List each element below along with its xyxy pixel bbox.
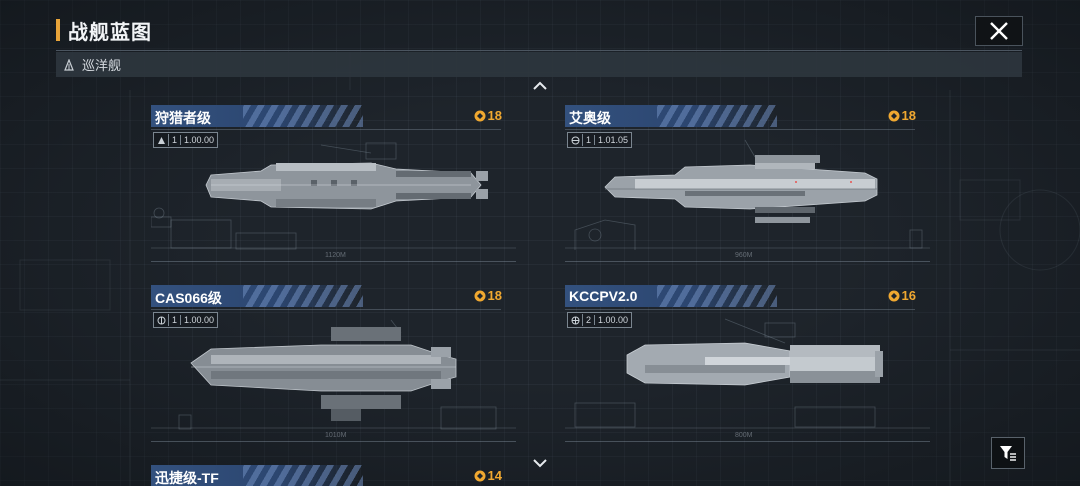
- cost-value: 14: [487, 468, 502, 483]
- cost-value: 18: [487, 288, 502, 303]
- card-name-bar: KCCPV2.0: [565, 285, 777, 307]
- page-title: 战舰蓝图: [68, 21, 152, 44]
- ship-cost: 18: [474, 108, 502, 123]
- name-bar-stripes: [243, 285, 363, 307]
- ship-cost: 14: [474, 468, 502, 483]
- cruiser-class-icon: [64, 58, 74, 71]
- ship-blueprint-image: [151, 319, 516, 430]
- name-bar-stripes: [243, 105, 363, 127]
- card-divider: [151, 129, 501, 130]
- cost-coin-icon: [474, 290, 486, 301]
- ship-blueprint-image: [151, 142, 516, 250]
- card-divider: [151, 309, 501, 310]
- ship-version: 1.00.00: [184, 135, 215, 145]
- chevron-up-icon: [533, 81, 547, 90]
- cost-value: 18: [487, 108, 502, 123]
- title-accent-bar: [56, 19, 60, 41]
- card-divider: [565, 129, 915, 130]
- ship-name: KCCPV2.0: [569, 288, 638, 304]
- card-baseline: [151, 441, 516, 442]
- filter-button[interactable]: [991, 437, 1025, 469]
- ship-name: 迅捷级-TF: [155, 470, 219, 486]
- ship-version-tag: 1 1.00.00: [153, 132, 219, 148]
- ship-card-cas066[interactable]: CAS066级 18 1 1.00.00 1010M: [151, 285, 516, 455]
- class-icon: [568, 134, 583, 146]
- close-icon: [990, 22, 1008, 40]
- cost-coin-icon: [474, 470, 486, 481]
- ship-version: 1.00.00: [184, 315, 215, 325]
- ship-blueprint-image: [565, 139, 930, 250]
- filter-icon: [1000, 446, 1016, 461]
- ship-version-tag: 1 1.01.05: [567, 132, 633, 148]
- cost-value: 18: [901, 108, 916, 123]
- ship-level: 1: [583, 135, 596, 145]
- name-bar-stripes: [243, 465, 363, 486]
- card-baseline: [151, 261, 516, 262]
- cost-coin-icon: [888, 290, 900, 301]
- category-bar[interactable]: 巡洋舰: [56, 52, 1022, 77]
- ship-name: 狩猎者级: [155, 110, 211, 126]
- chevron-down-icon: [533, 459, 547, 468]
- ship-length: 1010M: [325, 432, 347, 439]
- card-baseline: [565, 261, 930, 262]
- card-name-bar: 艾奥级: [565, 105, 777, 127]
- ship-level: 1: [169, 315, 182, 325]
- ship-card-kccpv2[interactable]: KCCPV2.0 16 2 1.00.00 800M: [565, 285, 930, 455]
- ship-length: 1120M: [325, 252, 346, 259]
- header-divider: [56, 50, 1022, 51]
- card-name-bar: 迅捷级-TF: [151, 465, 363, 486]
- ship-blueprint-image: [565, 318, 930, 429]
- cost-coin-icon: [474, 110, 486, 121]
- card-name-bar: 狩猎者级: [151, 105, 363, 127]
- ship-length: 800M: [735, 432, 753, 439]
- name-bar-stripes: [657, 285, 777, 307]
- page-header: 战舰蓝图: [56, 14, 152, 46]
- ship-cost: 18: [888, 108, 916, 123]
- cost-coin-icon: [888, 110, 900, 121]
- scroll-down-button[interactable]: [531, 457, 549, 469]
- ship-name: CAS066级: [155, 290, 222, 306]
- ship-version: 1.00.00: [598, 315, 629, 325]
- class-icon: [568, 314, 583, 326]
- scroll-up-button[interactable]: [531, 80, 549, 92]
- class-icon: [154, 314, 169, 326]
- cost-value: 16: [901, 288, 916, 303]
- ship-level: 2: [583, 315, 596, 325]
- card-baseline: [565, 441, 930, 442]
- card-name-bar: CAS066级: [151, 285, 363, 307]
- card-divider: [565, 309, 915, 310]
- name-bar-stripes: [657, 105, 777, 127]
- ship-card-swift[interactable]: 迅捷级-TF 14: [151, 465, 516, 486]
- class-icon: [154, 134, 169, 146]
- category-label: 巡洋舰: [82, 58, 122, 73]
- ship-name: 艾奥级: [569, 110, 611, 126]
- ship-length: 960M: [735, 252, 753, 259]
- ship-card-hunter[interactable]: 狩猎者级 18 1 1.00.00: [151, 105, 516, 275]
- close-button[interactable]: [975, 16, 1023, 46]
- ship-card-io[interactable]: 艾奥级 18 1 1.01.05 960M: [565, 105, 930, 275]
- ship-cost: 18: [474, 288, 502, 303]
- ship-cost: 16: [888, 288, 916, 303]
- ship-version-tag: 2 1.00.00: [567, 312, 633, 328]
- ship-version-tag: 1 1.00.00: [153, 312, 219, 328]
- ship-version: 1.01.05: [598, 135, 629, 145]
- ship-level: 1: [169, 135, 182, 145]
